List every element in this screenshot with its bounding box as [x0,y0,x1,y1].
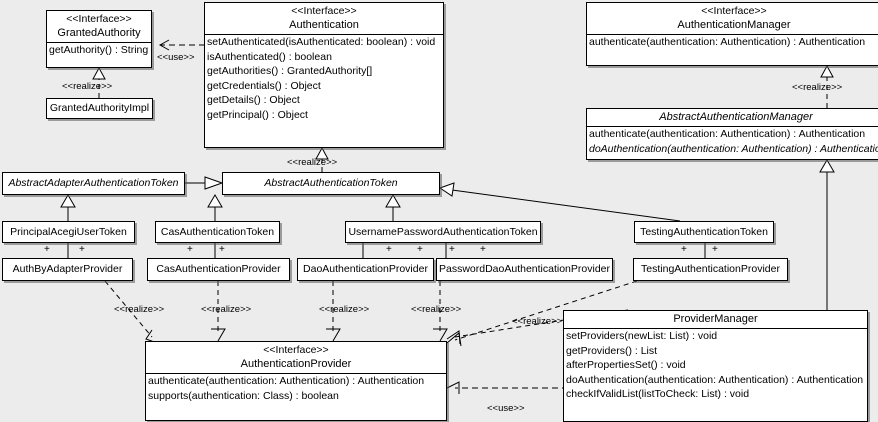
operation: authenticate(authentication: Authenticat… [589,128,866,140]
association-marker: + [449,244,455,255]
class-box-granted-authority-impl[interactable]: GrantedAuthorityImpl [46,98,153,119]
edge-label-realize-password-dao-authentication-provider: <<realize>> [411,304,462,315]
class-stereotype: <<Interface>> [66,13,132,25]
class-name: TestingAuthenticationToken [640,225,768,238]
class-box-abstract-authentication-token[interactable]: AbstractAuthenticationToken [222,172,440,195]
class-name: AbstractAuthenticationManager [659,111,813,123]
class-box-dao-authentication-provider[interactable]: DaoAuthenticationProvider [297,258,434,281]
operation: setAuthenticated(isAuthenticated: boolea… [207,36,436,48]
class-box-auth-by-adapter-provider[interactable]: AuthByAdapterProvider [2,258,133,281]
operations-compartment: authenticate(authentication: Authenticat… [146,373,446,403]
class-name: TestingAuthenticationProvider [641,263,780,275]
class-name: CasAuthenticationProvider [156,263,281,275]
class-box-username-password-authentication-token[interactable]: UsernamePasswordAuthenticationToken [345,221,541,243]
class-header: ProviderManager [564,311,867,328]
operations-compartment: authenticate(authentication: Authenticat… [587,34,878,50]
class-header: AbstractAuthenticationManager [587,109,878,126]
operation: doAuthentication(authentication: Authent… [566,373,864,386]
operations-compartment: getAuthority() : String [47,42,151,58]
class-box-cas-authentication-token[interactable]: CasAuthenticationToken [155,221,280,243]
operation: authenticate(authentication: Authenticat… [589,36,866,48]
edge-label-use-provider-manager: <<use>> [487,403,525,414]
class-header: <<Interface>> Authentication [205,3,443,34]
edge-label-use-granted-authority: <<use>> [157,52,195,63]
association-marker: + [712,244,718,255]
class-box-abstract-adapter-authentication-token[interactable]: AbstractAdapterAuthenticationToken [2,172,185,195]
edge-label-realize-dao-authentication-provider: <<realize>> [319,304,370,315]
operation: setProviders(newList: List) : void [566,330,718,342]
class-name: AuthByAdapterProvider [12,263,123,275]
association-marker: + [44,244,50,255]
class-box-authentication-provider[interactable]: <<Interface>> AuthenticationProvider aut… [145,341,447,421]
class-box-granted-authority[interactable]: <<Interface>> GrantedAuthority getAuthor… [46,10,152,68]
operation: afterPropertiesSet() : void [566,359,686,372]
operation: getAuthority() : String [49,44,149,56]
class-name: PrincipalAcegiUserToken [10,225,127,238]
class-header: <<Interface>> GrantedAuthority [47,11,151,42]
association-marker: + [219,244,225,255]
class-header: <<Interface>> AuthenticationManager [587,3,878,34]
class-name: GrantedAuthorityImpl [49,102,150,114]
operation: getDetails() : Object [207,94,300,107]
class-name: AbstractAdapterAuthenticationToken [8,177,179,189]
association-marker: + [681,244,687,255]
operation: getProviders() : List [566,344,658,357]
association-marker: + [417,244,423,255]
operation: supports(authentication: Class) : boolea… [148,389,339,402]
class-name: ProviderManager [673,313,758,325]
class-name: CasAuthenticationToken [160,225,275,238]
class-name: GrantedAuthority [57,27,141,39]
class-name: UsernamePasswordAuthenticationToken [348,225,538,238]
operations-compartment: authenticate(authentication: Authenticat… [587,126,878,156]
class-name: AuthenticationManager [677,19,791,31]
operation: getCredentials() : Object [207,79,321,92]
edge-label-realize-provider-manager: <<realize>> [512,316,563,327]
class-stereotype: <<Interface>> [701,5,767,17]
operation: doAuthentication(authentication: Authent… [589,142,878,155]
operation: getAuthorities() : GrantedAuthority[] [207,65,373,78]
edge-label-realize-abstract-authentication-token: <<realize>> [287,157,338,168]
class-box-cas-authentication-provider[interactable]: CasAuthenticationProvider [147,258,290,281]
operation: isAuthenticated() : boolean [207,50,332,63]
class-name: AuthenticationProvider [240,358,352,370]
association-marker: + [480,244,486,255]
association-marker: + [386,244,392,255]
class-box-authentication[interactable]: <<Interface>> Authentication setAuthenti… [204,2,444,148]
class-stereotype: <<Interface>> [291,5,357,17]
edge-label-realize-auth-by-adapter-provider: <<realize>> [114,304,165,315]
class-box-testing-authentication-provider[interactable]: TestingAuthenticationProvider [633,258,788,281]
class-name: DaoAuthenticationProvider [303,263,428,275]
class-box-password-dao-authentication-provider[interactable]: PasswordDaoAuthenticationProvider [436,258,613,281]
class-box-provider-manager[interactable]: ProviderManager setProviders(newList: Li… [563,310,868,422]
operation: authenticate(authentication: Authenticat… [148,375,425,387]
class-stereotype: <<Interface>> [263,344,329,356]
class-box-authentication-manager[interactable]: <<Interface>> AuthenticationManager auth… [586,2,878,66]
operation: getPrincipal() : Object [207,108,308,121]
edge-label-realize-granted-authority-impl: <<realize>> [62,81,113,92]
class-name: AbstractAuthenticationToken [264,177,398,189]
operations-compartment: setAuthenticated(isAuthenticated: boolea… [205,34,443,123]
class-box-abstract-authentication-manager[interactable]: AbstractAuthenticationManager authentica… [586,108,878,160]
operation: checkIfValidList(listToCheck: List) : vo… [566,388,750,401]
class-name: Authentication [289,19,359,31]
class-box-principal-acegi-user-token[interactable]: PrincipalAcegiUserToken [2,221,135,243]
association-marker: + [187,244,193,255]
edge-label-realize-abstract-authentication-manager: <<realize>> [792,82,843,93]
class-header: <<Interface>> AuthenticationProvider [146,342,446,373]
class-box-testing-authentication-token[interactable]: TestingAuthenticationToken [634,221,774,243]
edge-label-realize-cas-authentication-provider: <<realize>> [201,304,252,315]
class-name: PasswordDaoAuthenticationProvider [438,263,610,275]
association-marker: + [79,244,85,255]
operations-compartment: setProviders(newList: List) : void getPr… [564,328,867,402]
